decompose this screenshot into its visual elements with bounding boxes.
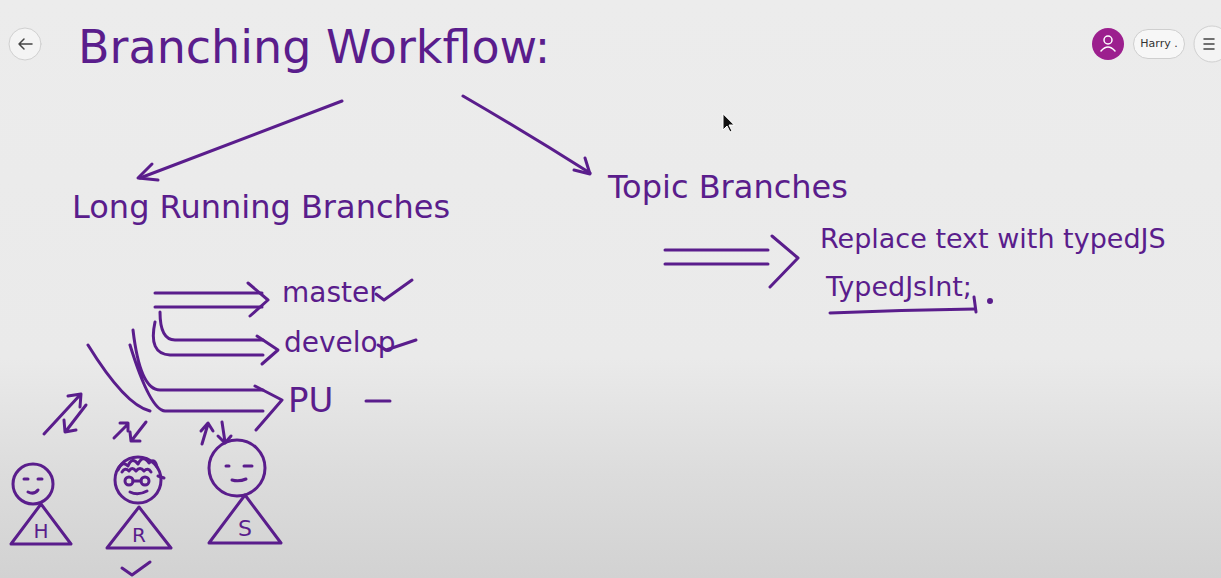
section-heading: Long Running Branches	[72, 190, 450, 225]
code-note: TypedJsInt;	[826, 272, 972, 302]
board-title: Branching Workflow:	[78, 22, 550, 73]
button-label: Harry .	[1140, 38, 1177, 50]
triangle-body	[11, 504, 71, 544]
triangle-body	[209, 495, 281, 543]
branch-name: develop	[284, 328, 395, 359]
person-triangle: S	[208, 494, 282, 544]
section-heading: Topic Branches	[608, 170, 848, 205]
note-text: Replace text with typedJS	[820, 224, 1166, 254]
person-letter: R	[132, 524, 146, 546]
triangle-body	[107, 507, 171, 548]
user-name-button: Harry .	[1133, 29, 1185, 59]
branch-name: master	[282, 278, 381, 309]
branch-name: PU	[288, 382, 333, 419]
person-triangle: R	[106, 506, 172, 549]
person-letter: S	[238, 517, 252, 541]
person-triangle: H	[10, 503, 72, 545]
person-letter: H	[33, 520, 48, 542]
